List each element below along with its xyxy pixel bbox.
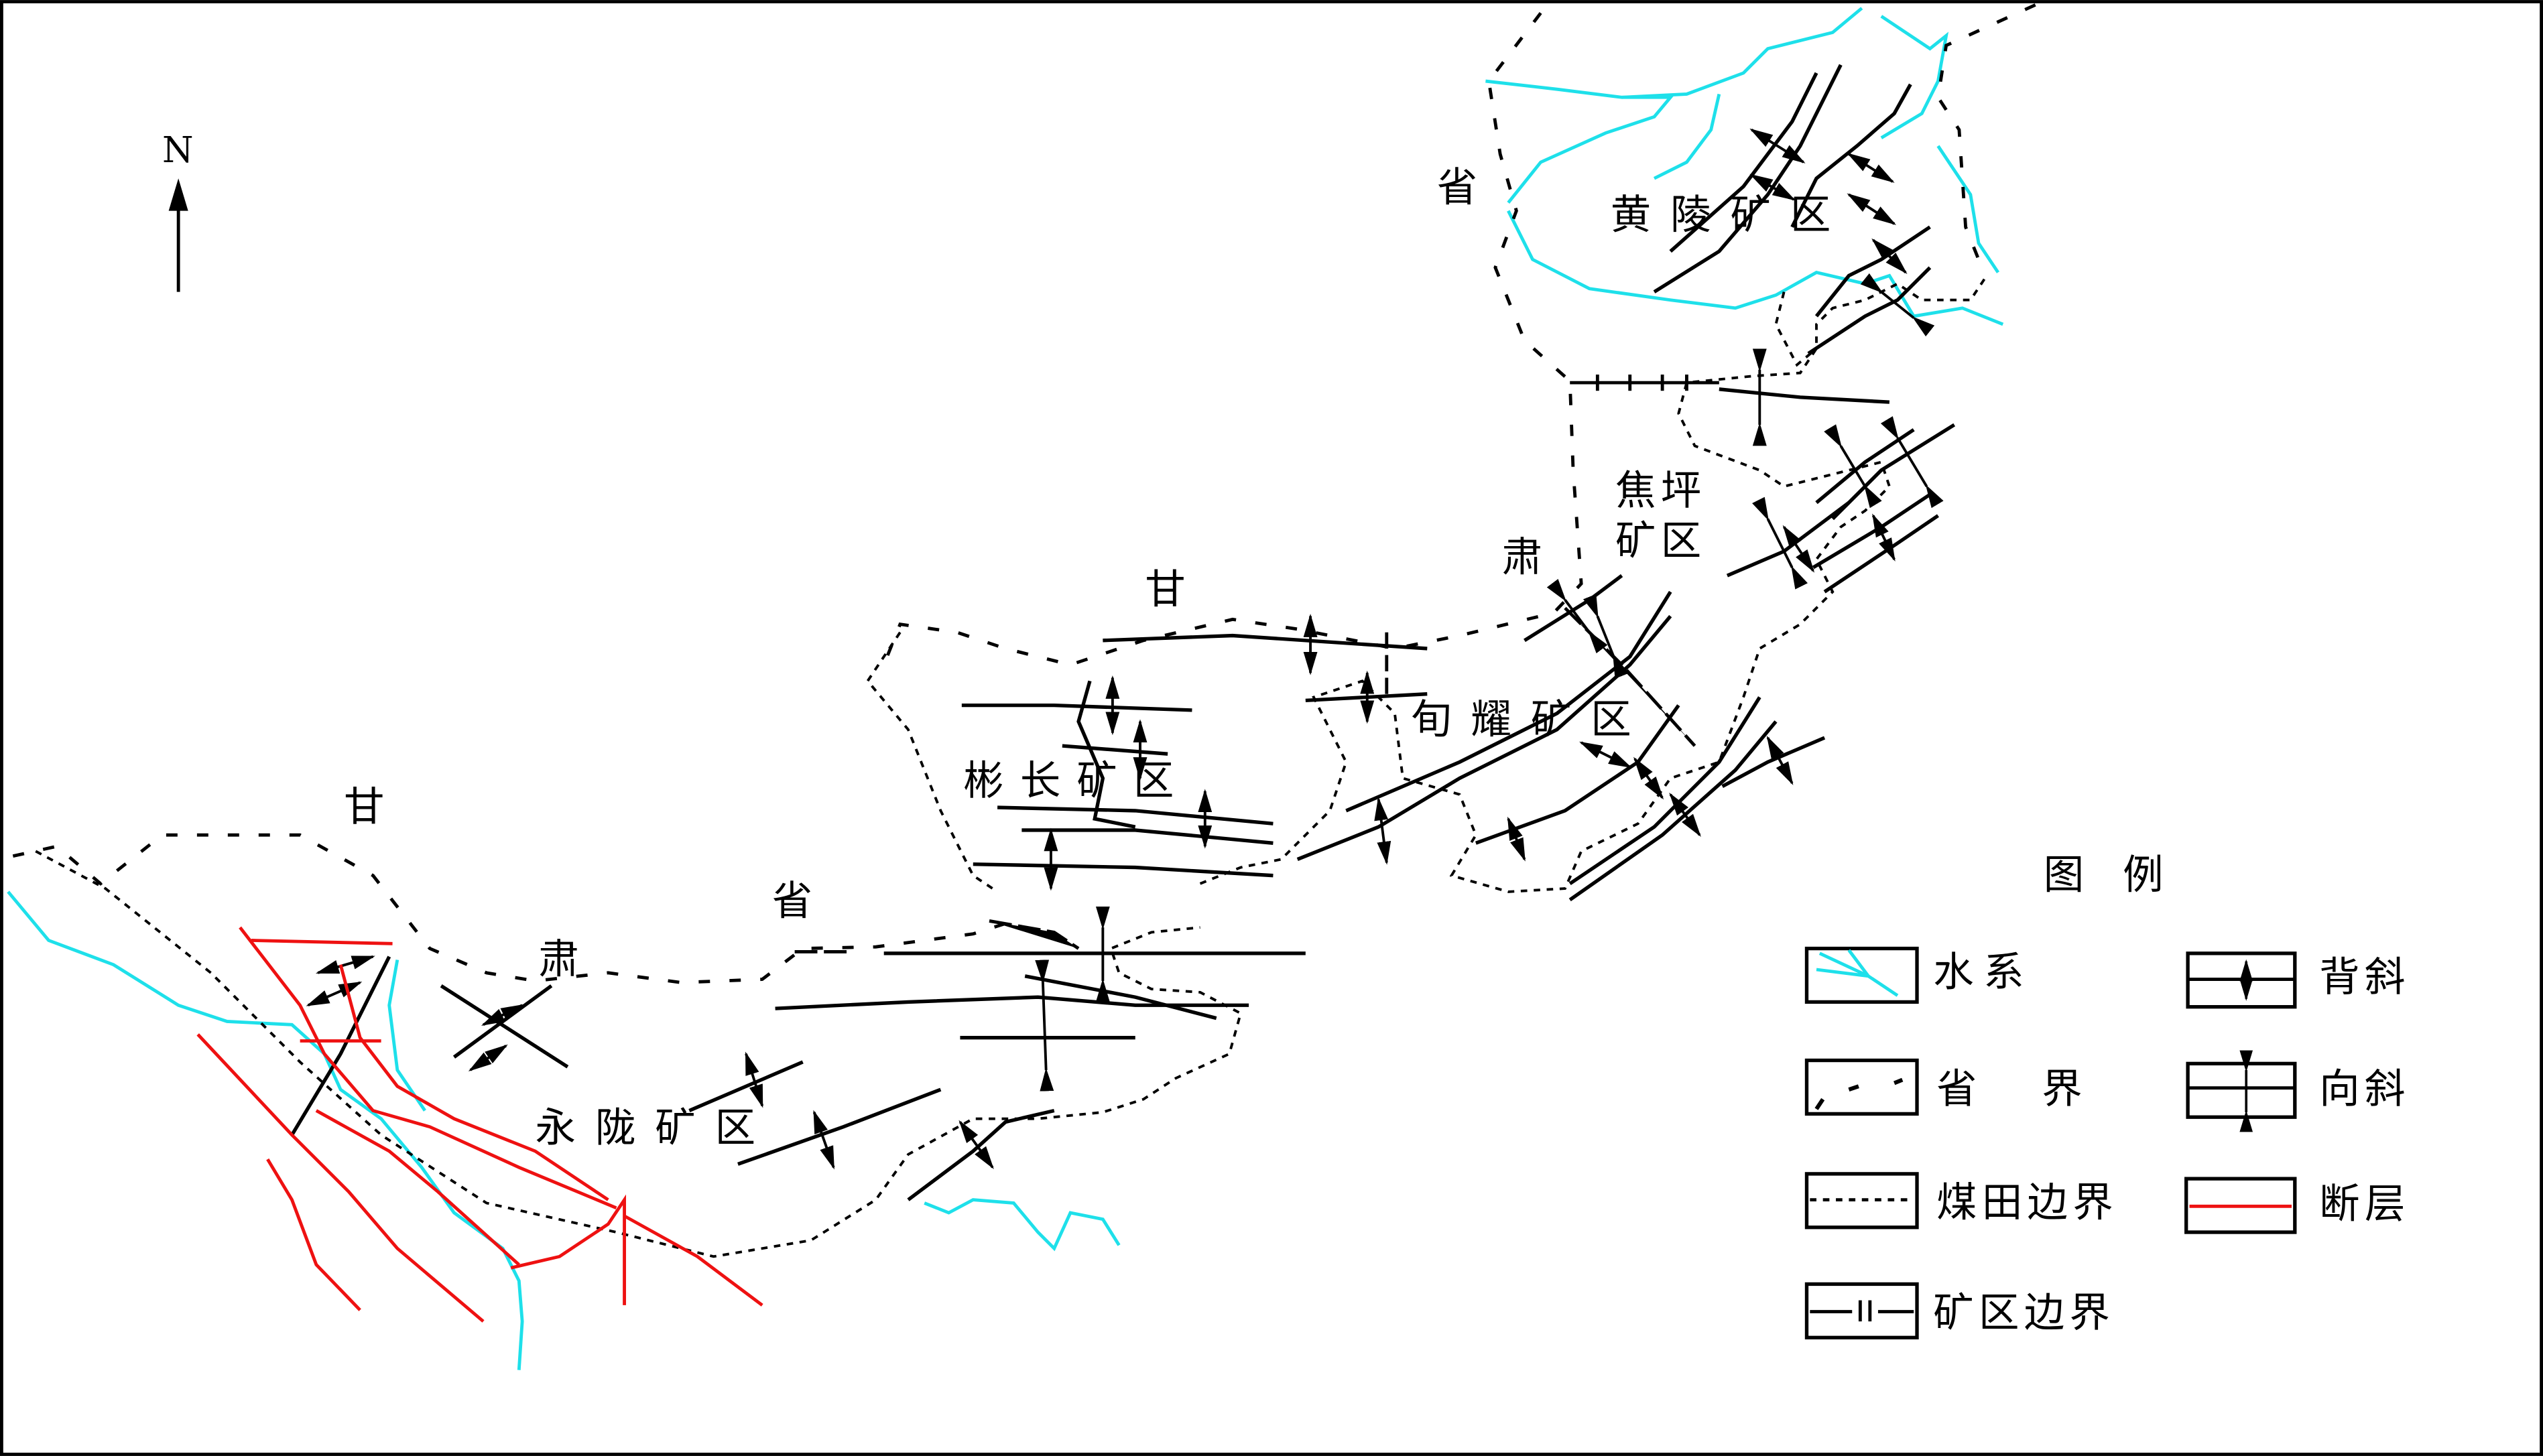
label-jiaoping-district-1: 焦坪 bbox=[1615, 468, 1707, 515]
legend-item-fault: 断层 bbox=[2184, 1177, 2410, 1234]
legend-item-anticline: 背斜 bbox=[2186, 951, 2410, 1009]
map-labels: 省 黄 陵 矿 区 焦坪 矿区 肃 甘 旬 耀 矿 区 彬 长 矿 区 甘 省 … bbox=[344, 164, 1835, 1152]
label-huangling-district: 黄 陵 矿 区 bbox=[1611, 192, 1835, 239]
legend-item-coalfield-boundary: 煤田边界 bbox=[1804, 1172, 2118, 1230]
legend-label-province-boundary: 省 界 bbox=[1936, 1065, 2108, 1112]
legend-label-fault: 断层 bbox=[2319, 1181, 2410, 1228]
label-su-west: 肃 bbox=[538, 936, 579, 983]
label-yonglong-district: 永 陇 矿 区 bbox=[535, 1105, 759, 1152]
river-system bbox=[7, 7, 2004, 1370]
north-arrow-icon: N bbox=[162, 129, 194, 292]
legend: 图 例 水系 省 界 煤田边界 矿区边界 背斜 bbox=[1804, 852, 2410, 1339]
label-xunyao-district: 旬 耀 矿 区 bbox=[1411, 696, 1635, 743]
label-jiaoping-district-2: 矿区 bbox=[1615, 518, 1707, 565]
label-province-west: 省 bbox=[772, 878, 813, 925]
legend-label-coalfield-boundary: 煤田边界 bbox=[1936, 1179, 2118, 1226]
legend-item-province-boundary: 省 界 bbox=[1804, 1058, 2108, 1116]
label-su: 肃 bbox=[1502, 534, 1542, 581]
province-boundary bbox=[12, 3, 2036, 984]
legend-title: 图 例 bbox=[2044, 852, 2176, 899]
legend-label-syncline: 向斜 bbox=[2319, 1065, 2410, 1112]
legend-item-river: 水系 bbox=[1804, 946, 2034, 1004]
label-gan-west: 甘 bbox=[344, 783, 385, 830]
legend-label-anticline: 背斜 bbox=[2319, 953, 2410, 1000]
label-province: 省 bbox=[1437, 164, 1478, 211]
fold-arrows bbox=[306, 128, 1944, 1170]
legend-item-syncline: 向斜 bbox=[2186, 1050, 2410, 1132]
legend-item-mining-district-boundary: 矿区边界 bbox=[1804, 1282, 2115, 1339]
legend-label-river: 水系 bbox=[1933, 949, 2034, 996]
label-binchang-district: 彬 长 矿 区 bbox=[963, 758, 1176, 805]
label-gan: 甘 bbox=[1145, 566, 1186, 613]
faults bbox=[196, 926, 763, 1323]
north-label: N bbox=[162, 129, 194, 171]
legend-label-mining-district-boundary: 矿区边界 bbox=[1933, 1289, 2115, 1336]
coalfield-boundary bbox=[35, 275, 1988, 1258]
